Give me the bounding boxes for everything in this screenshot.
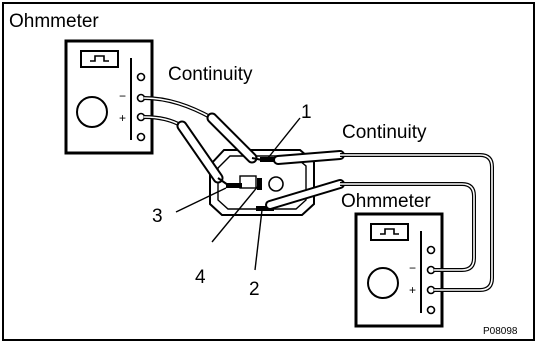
label-continuity-right: Continuity [342, 122, 427, 143]
terminal-4 [257, 178, 262, 190]
ohmmeter-left: − + [64, 39, 154, 155]
callout-leaders [175, 117, 301, 271]
jack-top-right [426, 245, 436, 255]
jack-minus-right [426, 265, 436, 275]
jack-plus-left [136, 112, 146, 122]
minus-sign-right: − [409, 261, 416, 275]
figure-code: P08098 [483, 326, 518, 337]
terminal-3 [226, 183, 242, 188]
minus-sign-left: − [119, 89, 126, 103]
left-test-leads [143, 96, 263, 186]
label-ohmmeter-left: Ohmmeter [9, 11, 99, 32]
meter-display-left [80, 50, 119, 68]
jack-top-left [136, 72, 146, 82]
label-continuity-left: Continuity [168, 64, 253, 85]
relay-tab [239, 175, 257, 189]
label-ohmmeter-right: Ohmmeter [341, 191, 431, 212]
plus-sign-left: + [119, 111, 126, 125]
dial-icon [367, 267, 399, 299]
terminal-2 [256, 206, 274, 211]
label-terminal-2: 2 [249, 279, 260, 300]
plus-sign-right: + [409, 283, 416, 297]
terminal-1 [260, 157, 278, 162]
label-terminal-4: 4 [195, 267, 206, 288]
jack-bottom-left [136, 132, 146, 142]
right-test-leads [265, 150, 494, 292]
label-terminal-3: 3 [152, 206, 163, 227]
jack-plus-right [426, 285, 436, 295]
ohmmeter-right: − + [354, 212, 444, 328]
relay-center-boss [268, 176, 284, 192]
pulse-icon [90, 55, 109, 62]
label-terminal-1: 1 [301, 102, 312, 123]
dial-icon [76, 96, 108, 128]
jack-bottom-right [426, 305, 436, 315]
pulse-icon [380, 228, 399, 235]
jack-minus-left [136, 93, 146, 103]
meter-display-right [370, 223, 409, 241]
